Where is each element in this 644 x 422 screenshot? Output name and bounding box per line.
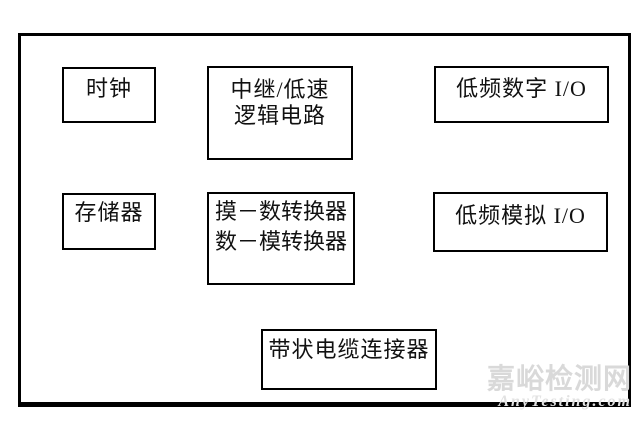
box-relay-logic: 中继/低速 逻辑电路 <box>207 66 353 160</box>
box-ribbon-cable-connector: 带状电缆连接器 <box>261 329 437 390</box>
box-ribbon-cable-connector-label: 带状电缆连接器 <box>268 337 430 362</box>
box-converters-line2: 数－模转换器 <box>214 229 347 254</box>
box-analog-io: 低频模拟 I/O <box>433 192 608 252</box>
box-relay-logic-line1: 中继/低速 <box>230 77 330 102</box>
box-memory: 存储器 <box>62 193 156 250</box>
box-digital-io: 低频数字 I/O <box>434 66 609 123</box>
diagram-outer-frame <box>18 33 631 407</box>
box-memory-label: 存储器 <box>74 200 144 225</box>
box-clock-label: 时钟 <box>85 76 132 101</box>
box-converters: 摸－数转换器 数－模转换器 <box>207 192 355 285</box>
box-relay-logic-line2: 逻辑电路 <box>233 103 326 128</box>
box-analog-io-label: 低频模拟 I/O <box>455 203 586 228</box>
box-converters-line1: 摸－数转换器 <box>214 199 347 224</box>
box-digital-io-label: 低频数字 I/O <box>456 76 587 101</box>
box-clock: 时钟 <box>62 67 156 123</box>
